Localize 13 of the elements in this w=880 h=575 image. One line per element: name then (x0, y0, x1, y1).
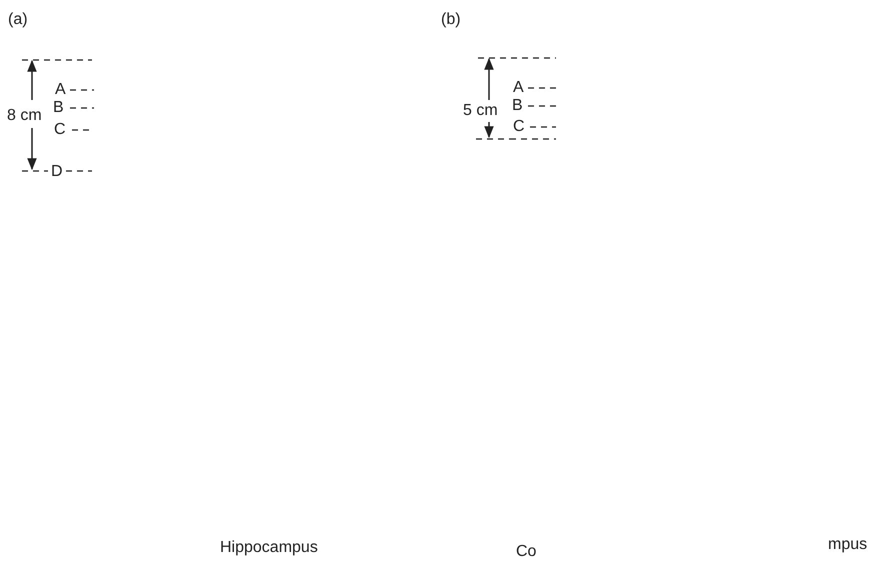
caption-text: mpus (828, 536, 868, 554)
point-label: B (53, 99, 64, 117)
point-label: A (513, 79, 524, 97)
panel-label: (b) (441, 11, 461, 29)
panel-label: (a) (8, 11, 28, 29)
point-label: C (54, 121, 66, 139)
caption-text: Co (516, 543, 536, 561)
point-label: A (55, 81, 66, 99)
caption-text: Hippocampus (220, 539, 318, 557)
point-label: B (512, 97, 523, 115)
dimension-label: 8 cm (7, 107, 42, 125)
dimension-label: 5 cm (463, 102, 498, 120)
point-label: C (513, 118, 525, 136)
